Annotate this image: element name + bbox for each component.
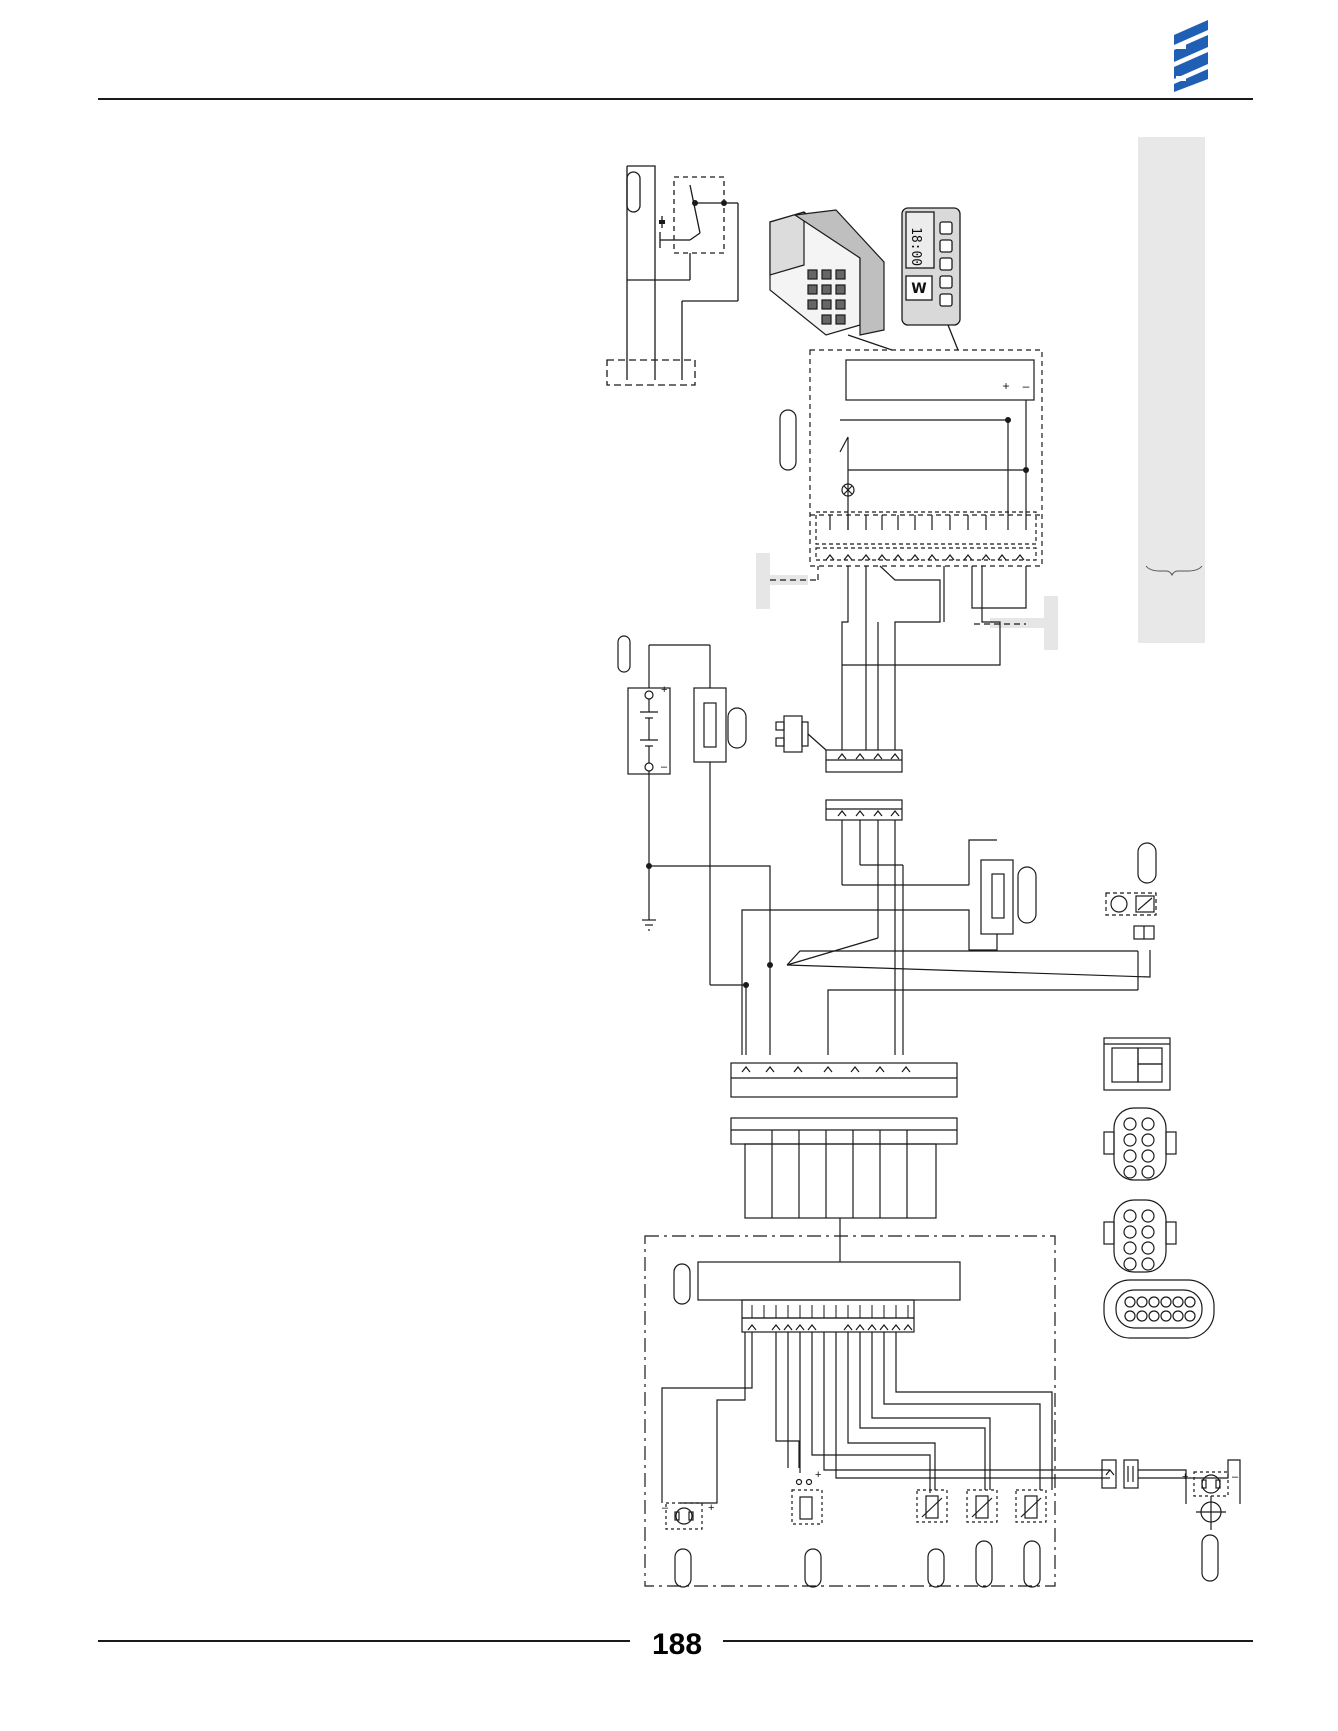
connector-icon-16pin bbox=[1103, 1279, 1215, 1339]
relay-plug bbox=[775, 715, 827, 753]
controller-lcd-text: 18:00 bbox=[908, 227, 923, 266]
motor-minus: – bbox=[662, 1502, 669, 1514]
connector-block-illustration bbox=[769, 209, 893, 351]
harness-plug-pair bbox=[786, 749, 969, 1055]
module-minus: – bbox=[1023, 379, 1030, 393]
glow-plug bbox=[791, 1478, 823, 1588]
timer-controller bbox=[901, 207, 961, 351]
ground-symbol-grey bbox=[756, 553, 1058, 650]
battery bbox=[617, 635, 711, 931]
heater-ecu bbox=[644, 1235, 1056, 1587]
switch-assembly bbox=[606, 165, 739, 386]
fuel-pump-connector bbox=[1101, 1459, 1241, 1504]
ecu-pins bbox=[751, 1305, 909, 1318]
pump-minus: – bbox=[1232, 1471, 1239, 1483]
sidebar-brace bbox=[1145, 565, 1203, 577]
ecu-connector-upper bbox=[730, 1062, 958, 1145]
fuel-pump bbox=[1193, 1471, 1229, 1582]
overheat-sensor bbox=[966, 1489, 998, 1588]
motor-plus: + bbox=[708, 1502, 714, 1514]
pump-plus: + bbox=[1182, 1471, 1188, 1483]
secondary-fuse bbox=[741, 839, 1037, 1055]
page-number: 188 bbox=[651, 1628, 703, 1661]
connector-icon-8pin-a bbox=[1103, 1107, 1177, 1181]
brand-logo bbox=[1174, 20, 1208, 92]
sidebar-band bbox=[1138, 137, 1205, 643]
module-harness bbox=[841, 565, 1027, 750]
main-fuse bbox=[693, 687, 747, 985]
connector-icon-8pin-b bbox=[1103, 1199, 1177, 1273]
battery-minus: – bbox=[661, 761, 668, 773]
relay-component bbox=[1105, 842, 1157, 940]
temperature-sensor bbox=[916, 1489, 948, 1588]
blower-motor bbox=[665, 1502, 703, 1588]
glow-plus: + bbox=[815, 1469, 821, 1481]
module-sockets bbox=[825, 554, 1025, 561]
ecu-harness bbox=[744, 1130, 937, 1262]
control-module bbox=[779, 349, 1043, 567]
module-plus: + bbox=[1002, 379, 1009, 393]
indicator-lamp-icon bbox=[841, 483, 855, 497]
flame-sensor bbox=[1015, 1489, 1047, 1588]
controller-logo: W bbox=[911, 281, 926, 297]
power-distribution bbox=[649, 865, 1151, 1055]
connector-icon-4pin bbox=[1103, 1037, 1171, 1091]
ecu-output-wires bbox=[661, 1332, 1110, 1504]
module-pin-row bbox=[829, 515, 987, 530]
battery-plus: + bbox=[661, 684, 667, 696]
